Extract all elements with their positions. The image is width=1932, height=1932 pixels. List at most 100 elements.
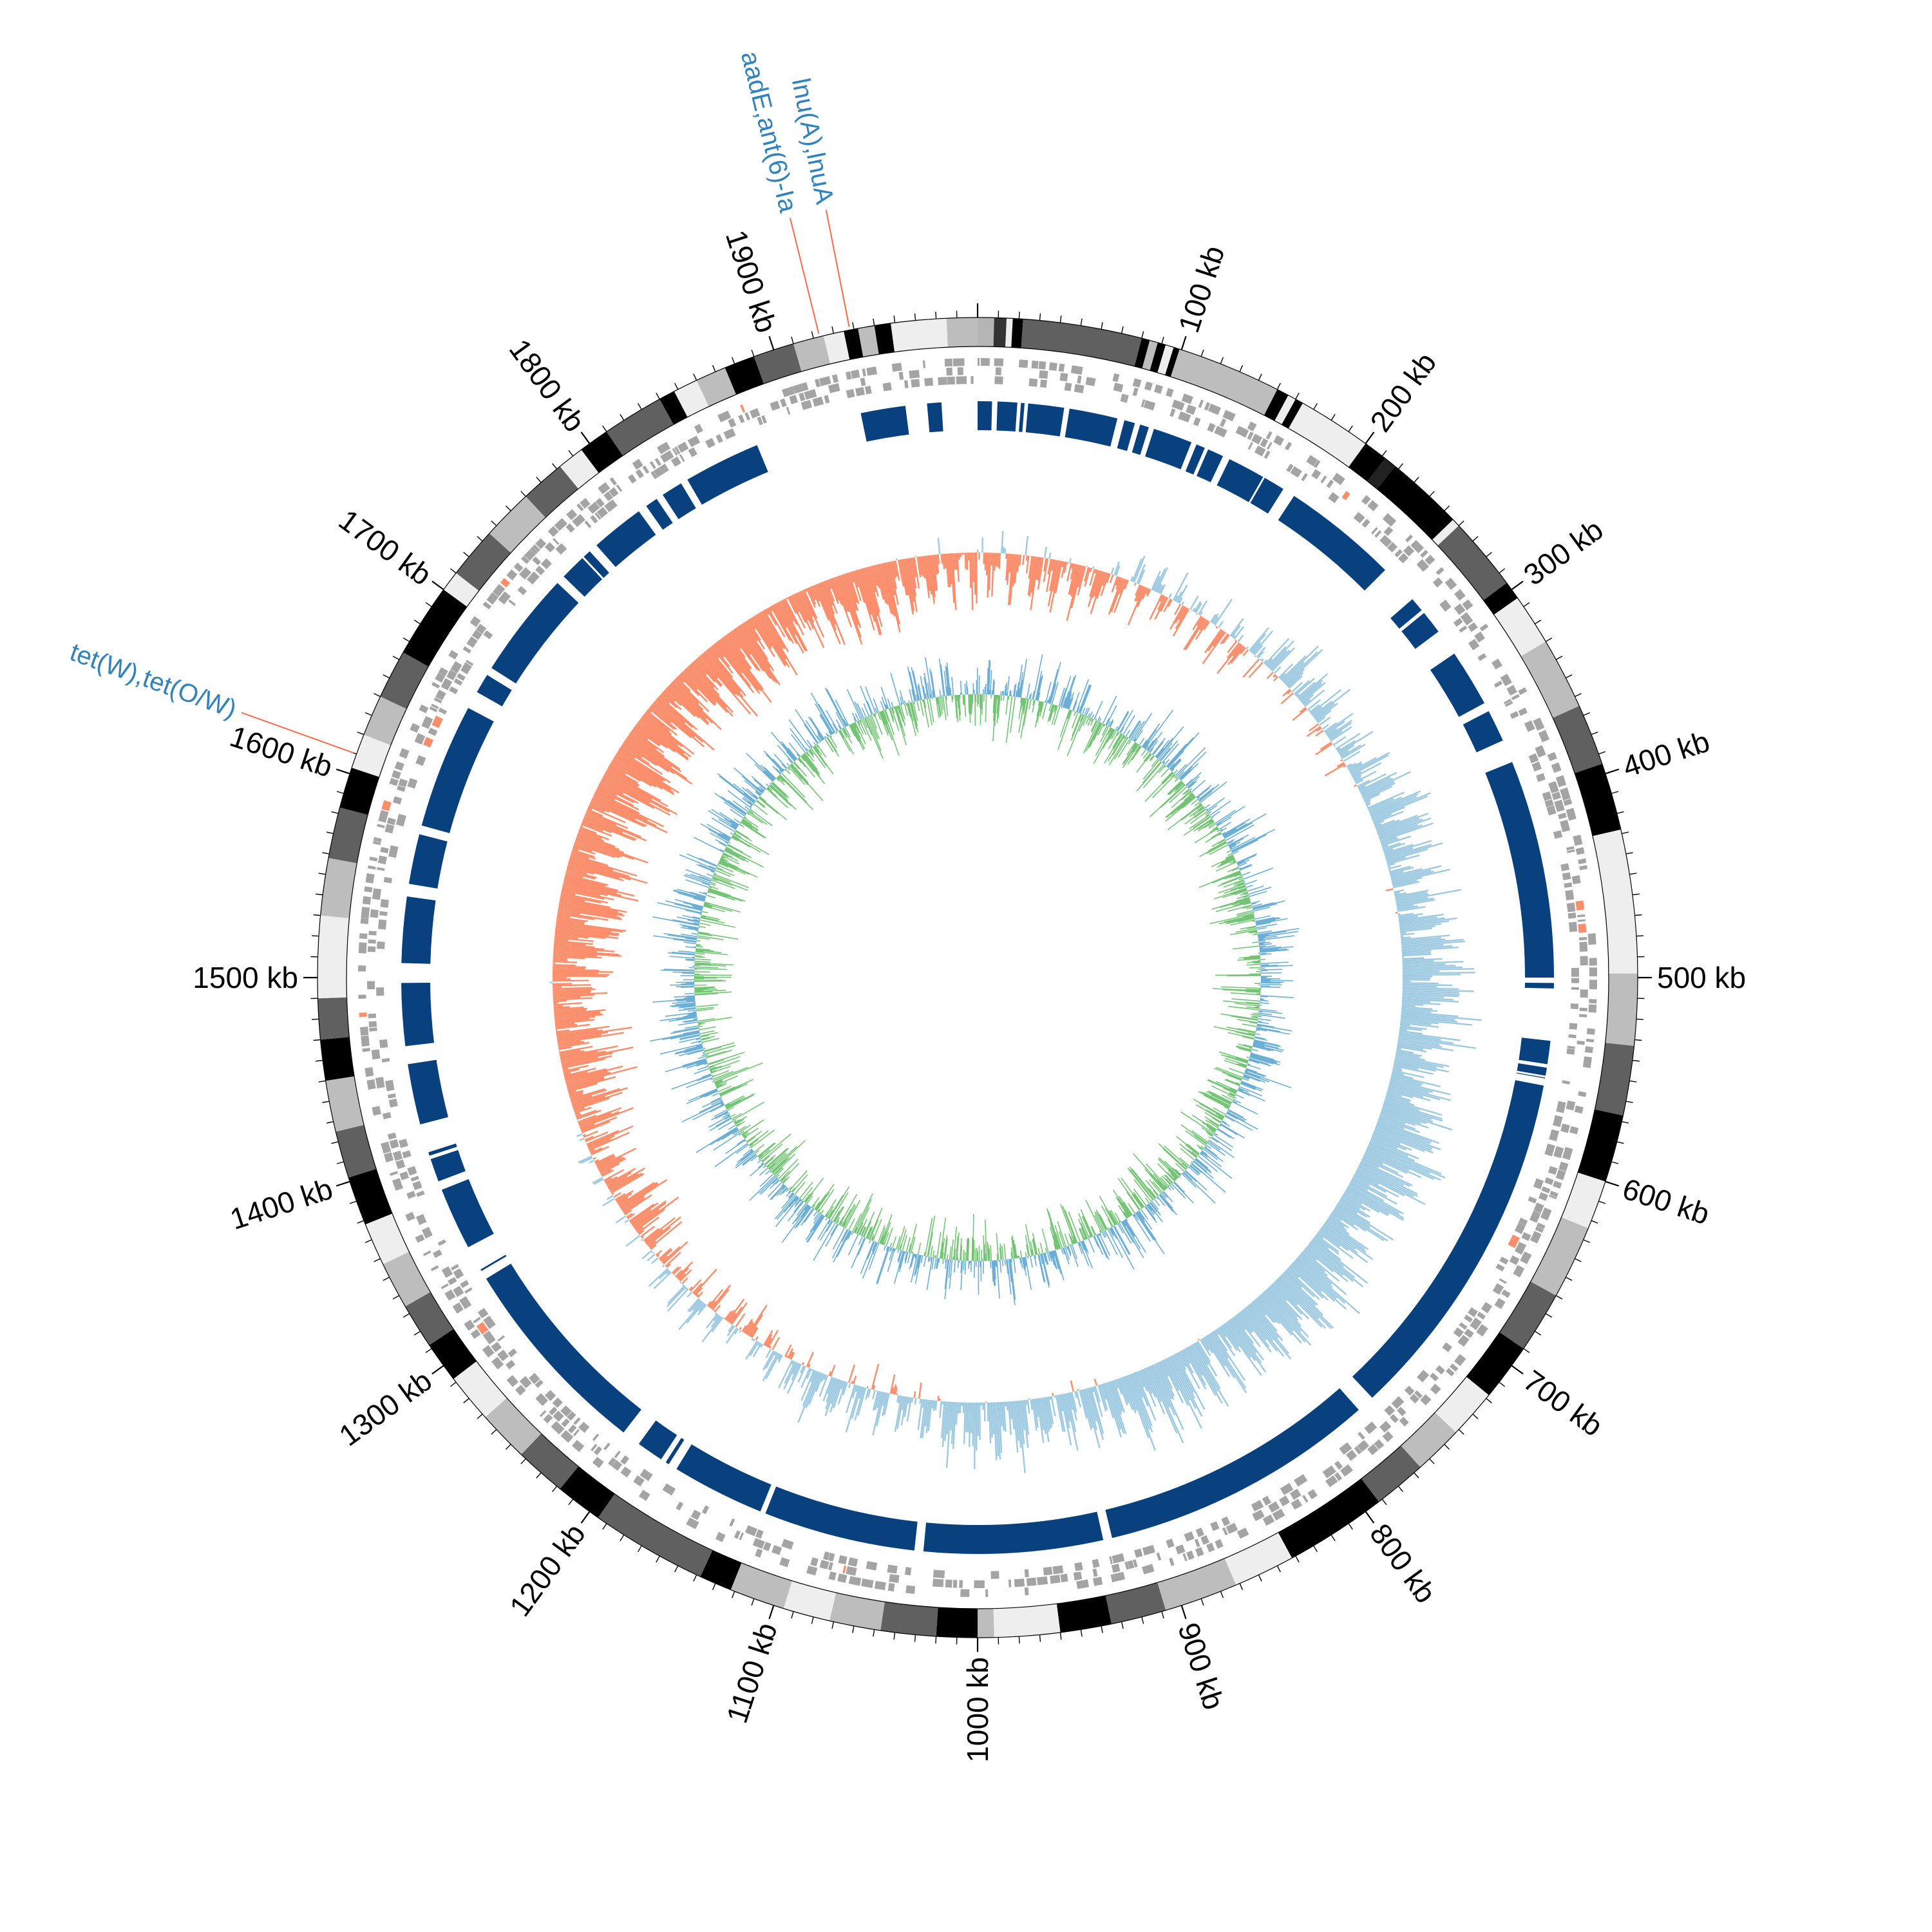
gc-content-bar (707, 1052, 745, 1065)
gc-skew-bar (571, 850, 596, 860)
gc-skew-bar (1346, 1187, 1404, 1221)
gc-skew-bar (1184, 1348, 1206, 1386)
ruler-tick (1611, 1161, 1619, 1164)
ruler-tick (1605, 1180, 1620, 1187)
gc-content-bar (1209, 1140, 1235, 1159)
gc-content-bar (1127, 1168, 1154, 1200)
gc-content-bar (731, 823, 738, 828)
gc-content-bar (1251, 904, 1262, 907)
gc-content-bar (996, 1233, 999, 1260)
gc-skew-bar (710, 645, 734, 674)
gc-content-bar (746, 753, 775, 781)
gc-skew-bar (590, 1147, 603, 1154)
cds-feature (1154, 384, 1163, 394)
gc-content-bar (1220, 875, 1243, 885)
gc-content-bar (1045, 681, 1052, 703)
cds-feature (535, 538, 547, 549)
gc-skew-bar (882, 563, 896, 617)
gc-content-bar (992, 694, 997, 741)
cds-feature (1307, 1489, 1318, 1500)
gc-content-bar (813, 746, 834, 775)
gc-content-bar (1135, 1212, 1165, 1255)
contig-segment (380, 652, 429, 709)
gc-content-bar (694, 1068, 710, 1075)
gc-skew-bar (987, 1402, 989, 1422)
gc-skew-bar (1401, 999, 1430, 1003)
cds-feature (1181, 393, 1193, 404)
gc-content-bar (1113, 1226, 1130, 1255)
gc-content-bar (720, 1083, 748, 1097)
gc-content-bar (1152, 774, 1176, 799)
gc-skew-bar (920, 1399, 927, 1439)
gc-content-bar (1053, 705, 1057, 713)
gc-skew-bar (1328, 722, 1352, 739)
ruler-tick (322, 1101, 330, 1103)
gc-content-bar (904, 1252, 908, 1261)
gc-skew-bar (631, 729, 665, 753)
gc-content-bar (693, 837, 724, 853)
homology-block (1065, 408, 1118, 447)
gc-content-bar (999, 1260, 1002, 1273)
cds-feature (368, 931, 377, 936)
gc-content-bar (788, 742, 801, 757)
cds-feature (1518, 687, 1528, 696)
gc-content-bar (1256, 922, 1271, 926)
gc-content-bar (1258, 936, 1266, 939)
gc-skew-bar (1389, 1082, 1429, 1094)
gc-content-bar (1170, 1185, 1175, 1190)
gc-content-bar (907, 703, 917, 736)
gc-skew-bar (1394, 891, 1400, 895)
gc-skew-bar (1389, 866, 1414, 875)
gc-content-bar (788, 758, 793, 764)
gc-content-bar (826, 710, 838, 732)
gc-skew-bar (924, 1399, 930, 1426)
cds-feature (362, 1048, 370, 1052)
gc-skew-bar (1023, 1399, 1029, 1435)
gc-skew-bar (571, 852, 589, 859)
cds-feature (1272, 1508, 1285, 1520)
gc-skew-bar (808, 1372, 822, 1405)
ruler-tick (1365, 431, 1375, 444)
gc-content-bar (1195, 1104, 1223, 1121)
gc-content-bar (694, 974, 732, 976)
gc-skew-bar (1230, 646, 1245, 664)
gc-skew-bar (1377, 817, 1420, 835)
gc-content-bar (1112, 1189, 1131, 1217)
gc-skew-bar (1043, 558, 1047, 572)
gc-content-bar (710, 1104, 725, 1113)
ruler-tick (1535, 1331, 1542, 1336)
gc-content-bar (1196, 1144, 1204, 1150)
gc-content-bar (1235, 1057, 1249, 1063)
contig-segment (783, 1580, 837, 1621)
gc-skew-bar (941, 1401, 945, 1438)
gc-content-bar (1144, 1168, 1165, 1191)
gc-skew-bar (959, 1402, 961, 1414)
gc-content-bar (1093, 1236, 1099, 1247)
gc-skew-bar (998, 553, 1001, 569)
gc-content-bar (1226, 916, 1255, 925)
gc-skew-bar (1402, 966, 1463, 970)
gc-content-bar (1193, 809, 1206, 819)
gc-content-bar (781, 1162, 800, 1182)
gc-skew-bar (1134, 585, 1142, 601)
gc-content-bar (722, 853, 729, 858)
gc-skew-bar (638, 1229, 645, 1235)
gc-content-bar (1238, 1086, 1263, 1097)
gc-skew-bar (1385, 844, 1432, 859)
cds-feature (1194, 1539, 1200, 1548)
cds-feature (1560, 1123, 1570, 1133)
ruler-tick (1313, 1545, 1318, 1553)
gc-skew-bar (842, 1381, 848, 1396)
gc-content-bar (709, 1066, 717, 1070)
gc-content-bar (670, 1028, 699, 1034)
gc-content-bar (1106, 729, 1115, 743)
contig-segment (429, 1329, 477, 1379)
gc-content-bar (787, 1200, 804, 1222)
gc-skew-bar (553, 954, 602, 959)
gc-skew-bar (567, 864, 624, 882)
contig-segment (1142, 340, 1158, 371)
gc-content-bar (1093, 723, 1103, 741)
gc-content-bar (777, 744, 793, 763)
gc-content-bar (753, 1144, 765, 1153)
gc-content-bar (1153, 1190, 1159, 1197)
